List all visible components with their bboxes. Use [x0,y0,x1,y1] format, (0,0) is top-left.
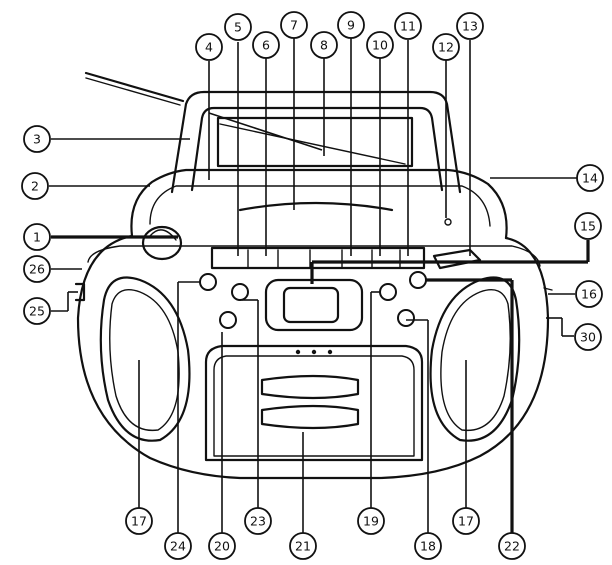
cassette-window-upper [260,374,360,400]
svg-text:1: 1 [33,230,41,245]
svg-text:5: 5 [234,20,242,35]
callout-5: 5 [224,13,252,41]
svg-text:22: 22 [504,539,520,554]
svg-text:30: 30 [580,330,596,345]
callout-21: 21 [289,532,317,560]
top-body [130,168,508,240]
slide-switch [432,248,482,270]
cassette-door [204,344,424,462]
callout-4: 4 [195,33,223,61]
svg-text:6: 6 [262,38,270,53]
right-speaker [429,276,521,442]
svg-text:20: 20 [214,539,230,554]
callout-18: 18 [414,532,442,560]
callout-2: 2 [21,172,49,200]
svg-text:10: 10 [372,38,388,53]
svg-text:19: 19 [363,514,379,529]
knob-24 [199,273,217,291]
cassette-window-lower [260,404,360,430]
antenna [84,71,185,103]
callout-10: 10 [366,31,394,59]
callout-3: 3 [23,125,51,153]
svg-text:21: 21 [295,539,311,554]
callout-19: 19 [357,507,385,535]
control-key-strip [210,246,426,270]
svg-text:18: 18 [420,539,436,554]
svg-text:4: 4 [205,40,213,55]
callout-26: 26 [23,255,51,283]
knob-19 [379,283,397,301]
knob-23 [231,283,249,301]
svg-text:13: 13 [462,19,478,34]
svg-text:15: 15 [580,219,596,234]
callout-1: 1 [23,223,51,251]
svg-text:17: 17 [458,514,474,529]
center-display-frame [264,278,364,332]
svg-text:24: 24 [170,539,186,554]
callout-15: 15 [574,212,602,240]
svg-text:3: 3 [33,132,41,147]
callout-8: 8 [310,31,338,59]
svg-text:8: 8 [320,38,328,53]
svg-text:17: 17 [131,514,147,529]
callout-14: 14 [576,164,604,192]
svg-text:12: 12 [438,40,454,55]
callout-9: 9 [337,11,365,39]
callout-23: 23 [244,507,272,535]
left-speaker [99,276,191,442]
callout-30: 30 [574,323,602,351]
svg-text:26: 26 [29,262,45,277]
callout-11: 11 [394,12,422,40]
cd-lid-window [216,116,414,168]
callout-17-left: 17 [125,507,153,535]
callout-7: 7 [280,11,308,39]
knob-20 [219,311,237,329]
callout-16: 16 [575,280,603,308]
knob-18 [397,309,415,327]
callout-24: 24 [164,532,192,560]
svg-text:25: 25 [29,304,45,319]
svg-text:7: 7 [290,18,298,33]
svg-text:2: 2 [31,179,39,194]
carry-handle [170,90,462,194]
device-body [74,71,553,480]
knob-22 [409,271,427,289]
svg-text:14: 14 [582,171,598,186]
tuning-dial [141,225,183,261]
callout-20: 20 [208,532,236,560]
callout-25: 25 [23,297,51,325]
callout-17-right: 17 [452,507,480,535]
callout-6: 6 [252,31,280,59]
svg-text:9: 9 [347,18,355,33]
callout-13: 13 [456,12,484,40]
callout-12: 12 [432,33,460,61]
svg-text:11: 11 [400,19,416,34]
callout-22: 22 [498,532,526,560]
svg-text:23: 23 [250,514,266,529]
center-play-button [282,286,340,324]
indicator-led [444,218,452,226]
svg-text:16: 16 [581,287,597,302]
side-jack-25 [74,282,86,302]
leader-lines [49,38,590,533]
